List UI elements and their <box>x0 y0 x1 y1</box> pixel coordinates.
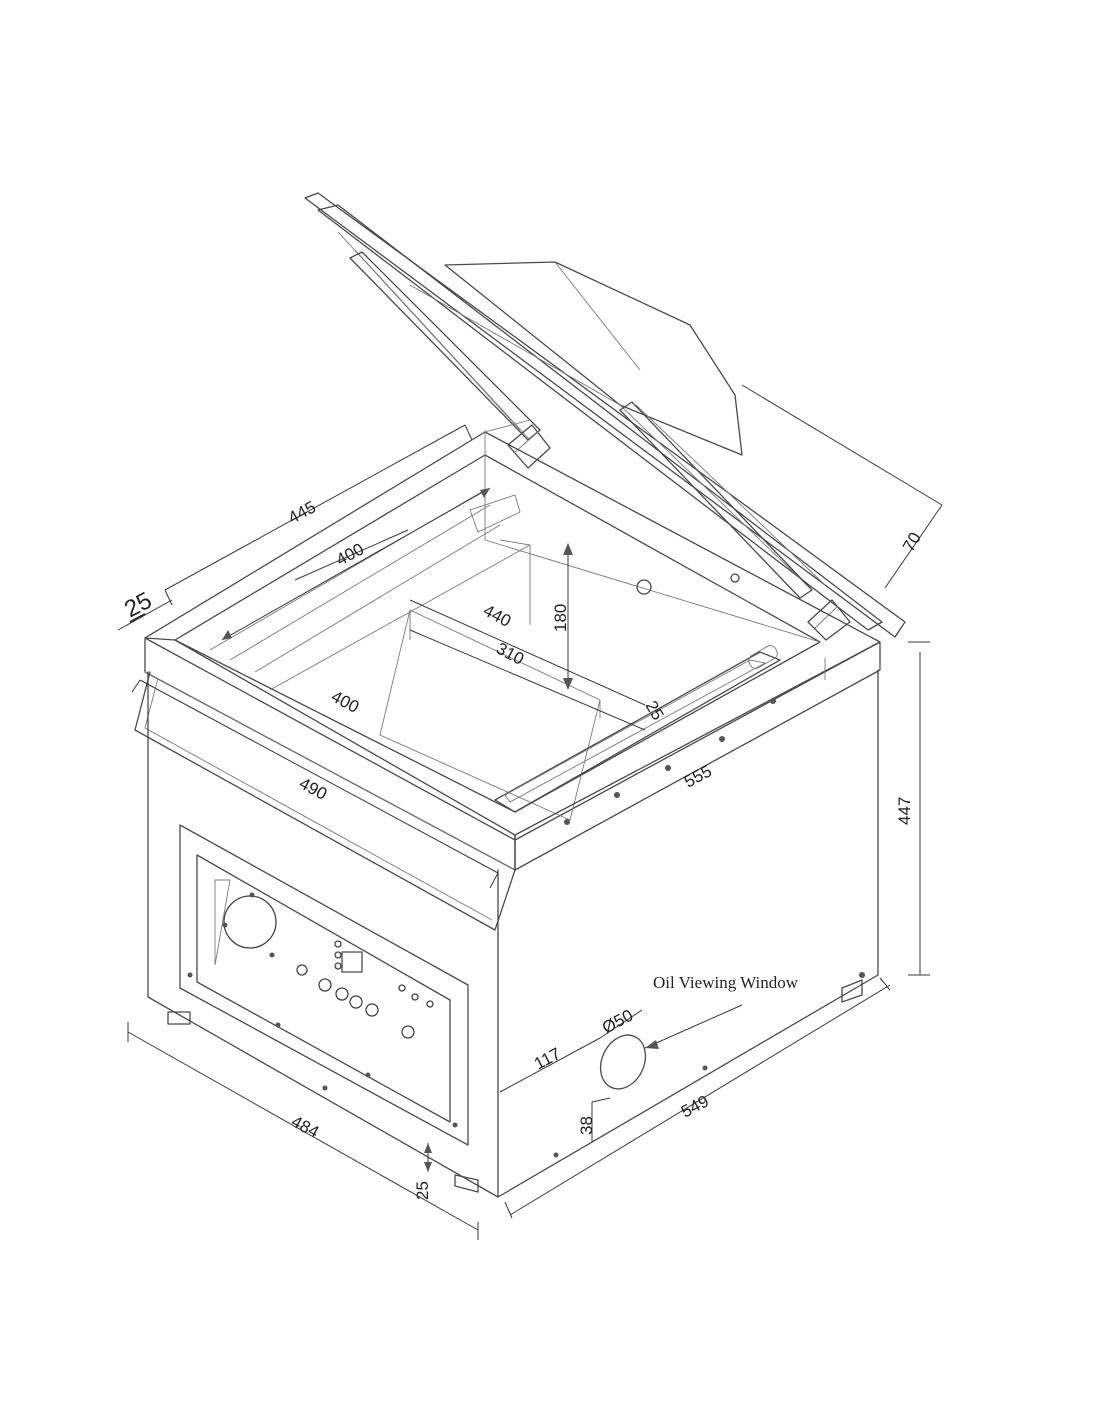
dim-38: 38 <box>577 1116 596 1135</box>
chamber-rim <box>144 419 881 841</box>
dim-50: Ø50 <box>599 1006 636 1038</box>
dim-400-inner: 400 <box>328 687 362 717</box>
dim-70: 70 <box>899 529 925 555</box>
panel-button[interactable] <box>335 987 349 1001</box>
oil-window-label: Oil Viewing Window <box>653 973 799 992</box>
dim-310: 310 <box>493 639 527 669</box>
dim-117: 117 <box>531 1044 564 1074</box>
machine-body <box>147 669 879 1198</box>
display-screen <box>341 951 363 973</box>
panel-button[interactable] <box>318 978 332 992</box>
dim-490: 490 <box>296 774 330 804</box>
vacuum-gauge <box>223 895 277 949</box>
right-rim <box>514 641 881 871</box>
panel-button[interactable] <box>296 964 308 976</box>
power-switch[interactable] <box>401 1025 415 1039</box>
lid-hinge-right <box>807 599 851 641</box>
dim-25-right: 25 <box>642 698 668 724</box>
panel-button[interactable] <box>365 1003 379 1017</box>
dimension-lines <box>117 384 943 1240</box>
front-rim <box>144 637 516 871</box>
dim-484: 484 <box>288 1112 322 1142</box>
dim-180: 180 <box>551 604 570 632</box>
handle <box>134 671 516 931</box>
lid-hinge-left <box>507 424 551 469</box>
dim-447: 447 <box>895 797 914 825</box>
dim-25-left: 25 <box>120 587 156 623</box>
dim-25-bottom: 25 <box>413 1181 432 1200</box>
dim-555: 555 <box>681 761 715 791</box>
lid <box>304 192 906 638</box>
control-panel <box>179 824 469 1146</box>
oil-viewing-window <box>599 1034 647 1090</box>
dim-445: 445 <box>285 497 319 527</box>
panel-button[interactable] <box>349 995 363 1009</box>
dim-440: 440 <box>480 601 514 631</box>
dim-400-top: 400 <box>333 539 367 569</box>
